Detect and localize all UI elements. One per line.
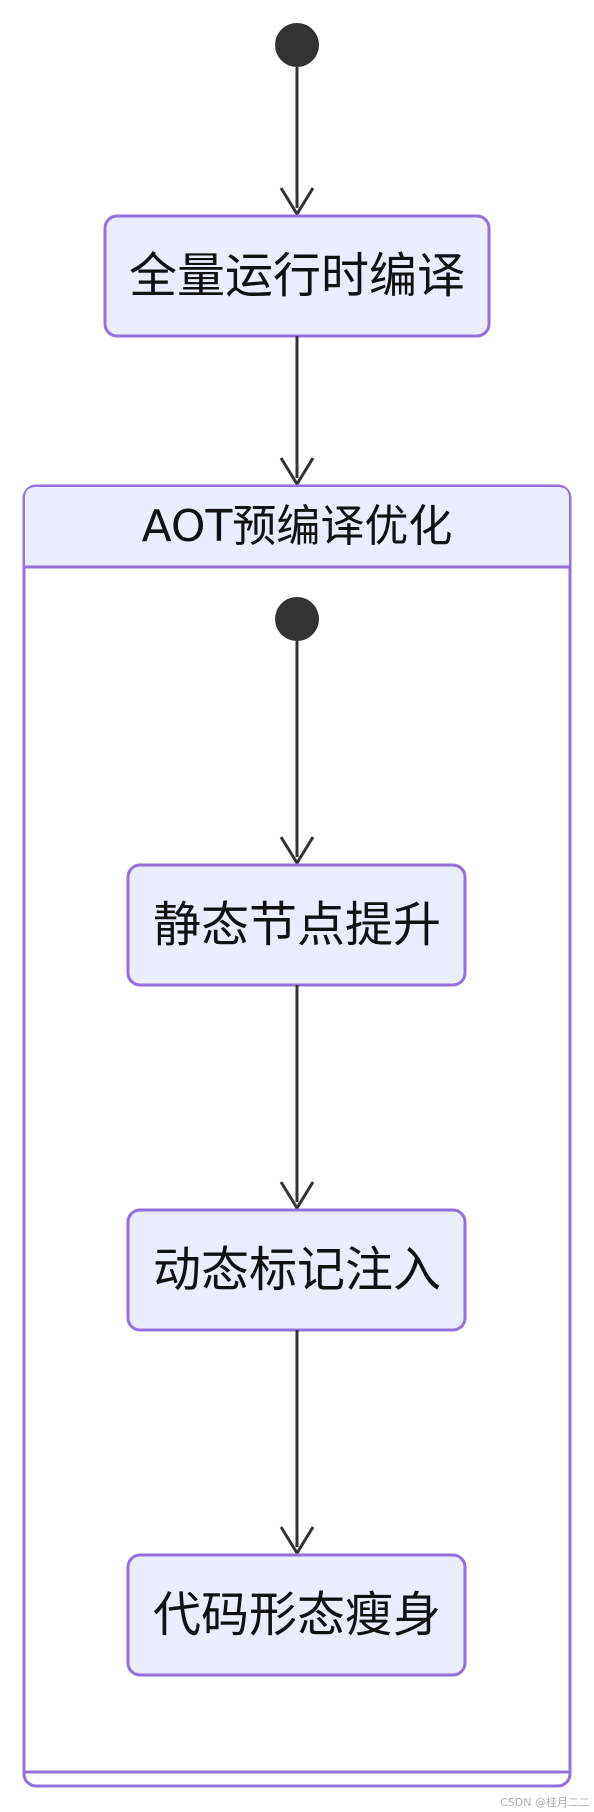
state-label: 静态节点提升	[153, 897, 441, 953]
state-label: 全量运行时编译	[129, 248, 465, 304]
composite-title: AOT预编译优化	[142, 501, 453, 552]
state-full-runtime-compile: 全量运行时编译	[103, 214, 491, 338]
transition-arrow	[279, 641, 315, 866]
state-dynamic-marker: 动态标记注入	[126, 1208, 467, 1332]
transition-arrow	[279, 67, 315, 217]
transition-arrow	[279, 985, 315, 1211]
transition-arrow	[279, 336, 315, 487]
state-static-hoist: 静态节点提升	[126, 863, 467, 987]
state-code-slim: 代码形态瘦身	[126, 1553, 467, 1677]
start-node	[275, 23, 319, 67]
state-label: 代码形态瘦身	[153, 1587, 441, 1643]
transition-arrow	[279, 1330, 315, 1556]
watermark: CSDN @桂月二二	[500, 1795, 590, 1809]
state-label: 动态标记注入	[153, 1242, 441, 1298]
inner-start-node	[275, 597, 319, 641]
